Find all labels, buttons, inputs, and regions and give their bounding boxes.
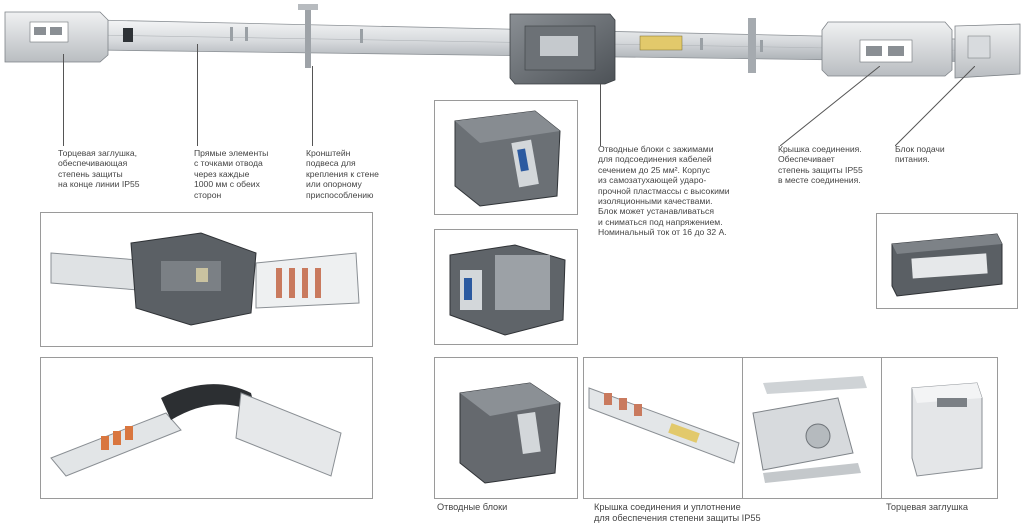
photo-joint-seal	[742, 357, 883, 499]
callout-end-cap: Торцевая заглушка, обеспечивающая степен…	[58, 148, 140, 190]
leader-line-feed	[894, 65, 976, 147]
photo-tapoff-block-1	[434, 100, 578, 215]
callout-tapoff-units: Отводные блоки с зажимами для подсоедине…	[598, 144, 730, 238]
caption-tapoff-blocks: Отводные блоки	[437, 502, 508, 512]
leader-line-bracket	[312, 66, 313, 146]
photo-tapoff-block-2	[434, 229, 578, 345]
photo-flexible-element	[40, 357, 373, 499]
leader-line-end-cap	[63, 54, 64, 146]
photo-joint-rail	[583, 357, 744, 499]
leader-line-joint	[779, 65, 881, 147]
photo-tapoff-block-3	[434, 357, 578, 499]
photo-end-cap	[881, 357, 998, 499]
photo-tapoff-on-rail	[40, 212, 373, 347]
leader-line-tapoff	[600, 84, 601, 146]
callout-joint-cover: Крышка соединения. Обеспечивает степень …	[778, 144, 863, 186]
callout-bracket: Кронштейн подвеса для крепления к стене …	[306, 148, 379, 200]
caption-joint-seal: Крышка соединения и уплотнение для обесп…	[594, 502, 761, 523]
callout-feed-unit: Блок подачи питания.	[895, 144, 945, 165]
callout-straight-elements: Прямые элементы с точками отвода через к…	[194, 148, 269, 200]
leader-line-straight	[197, 44, 198, 146]
caption-end-cap: Торцевая заглушка	[886, 502, 968, 512]
photo-feed-unit	[876, 213, 1018, 309]
busbar-assembly-illustration	[0, 0, 1024, 95]
